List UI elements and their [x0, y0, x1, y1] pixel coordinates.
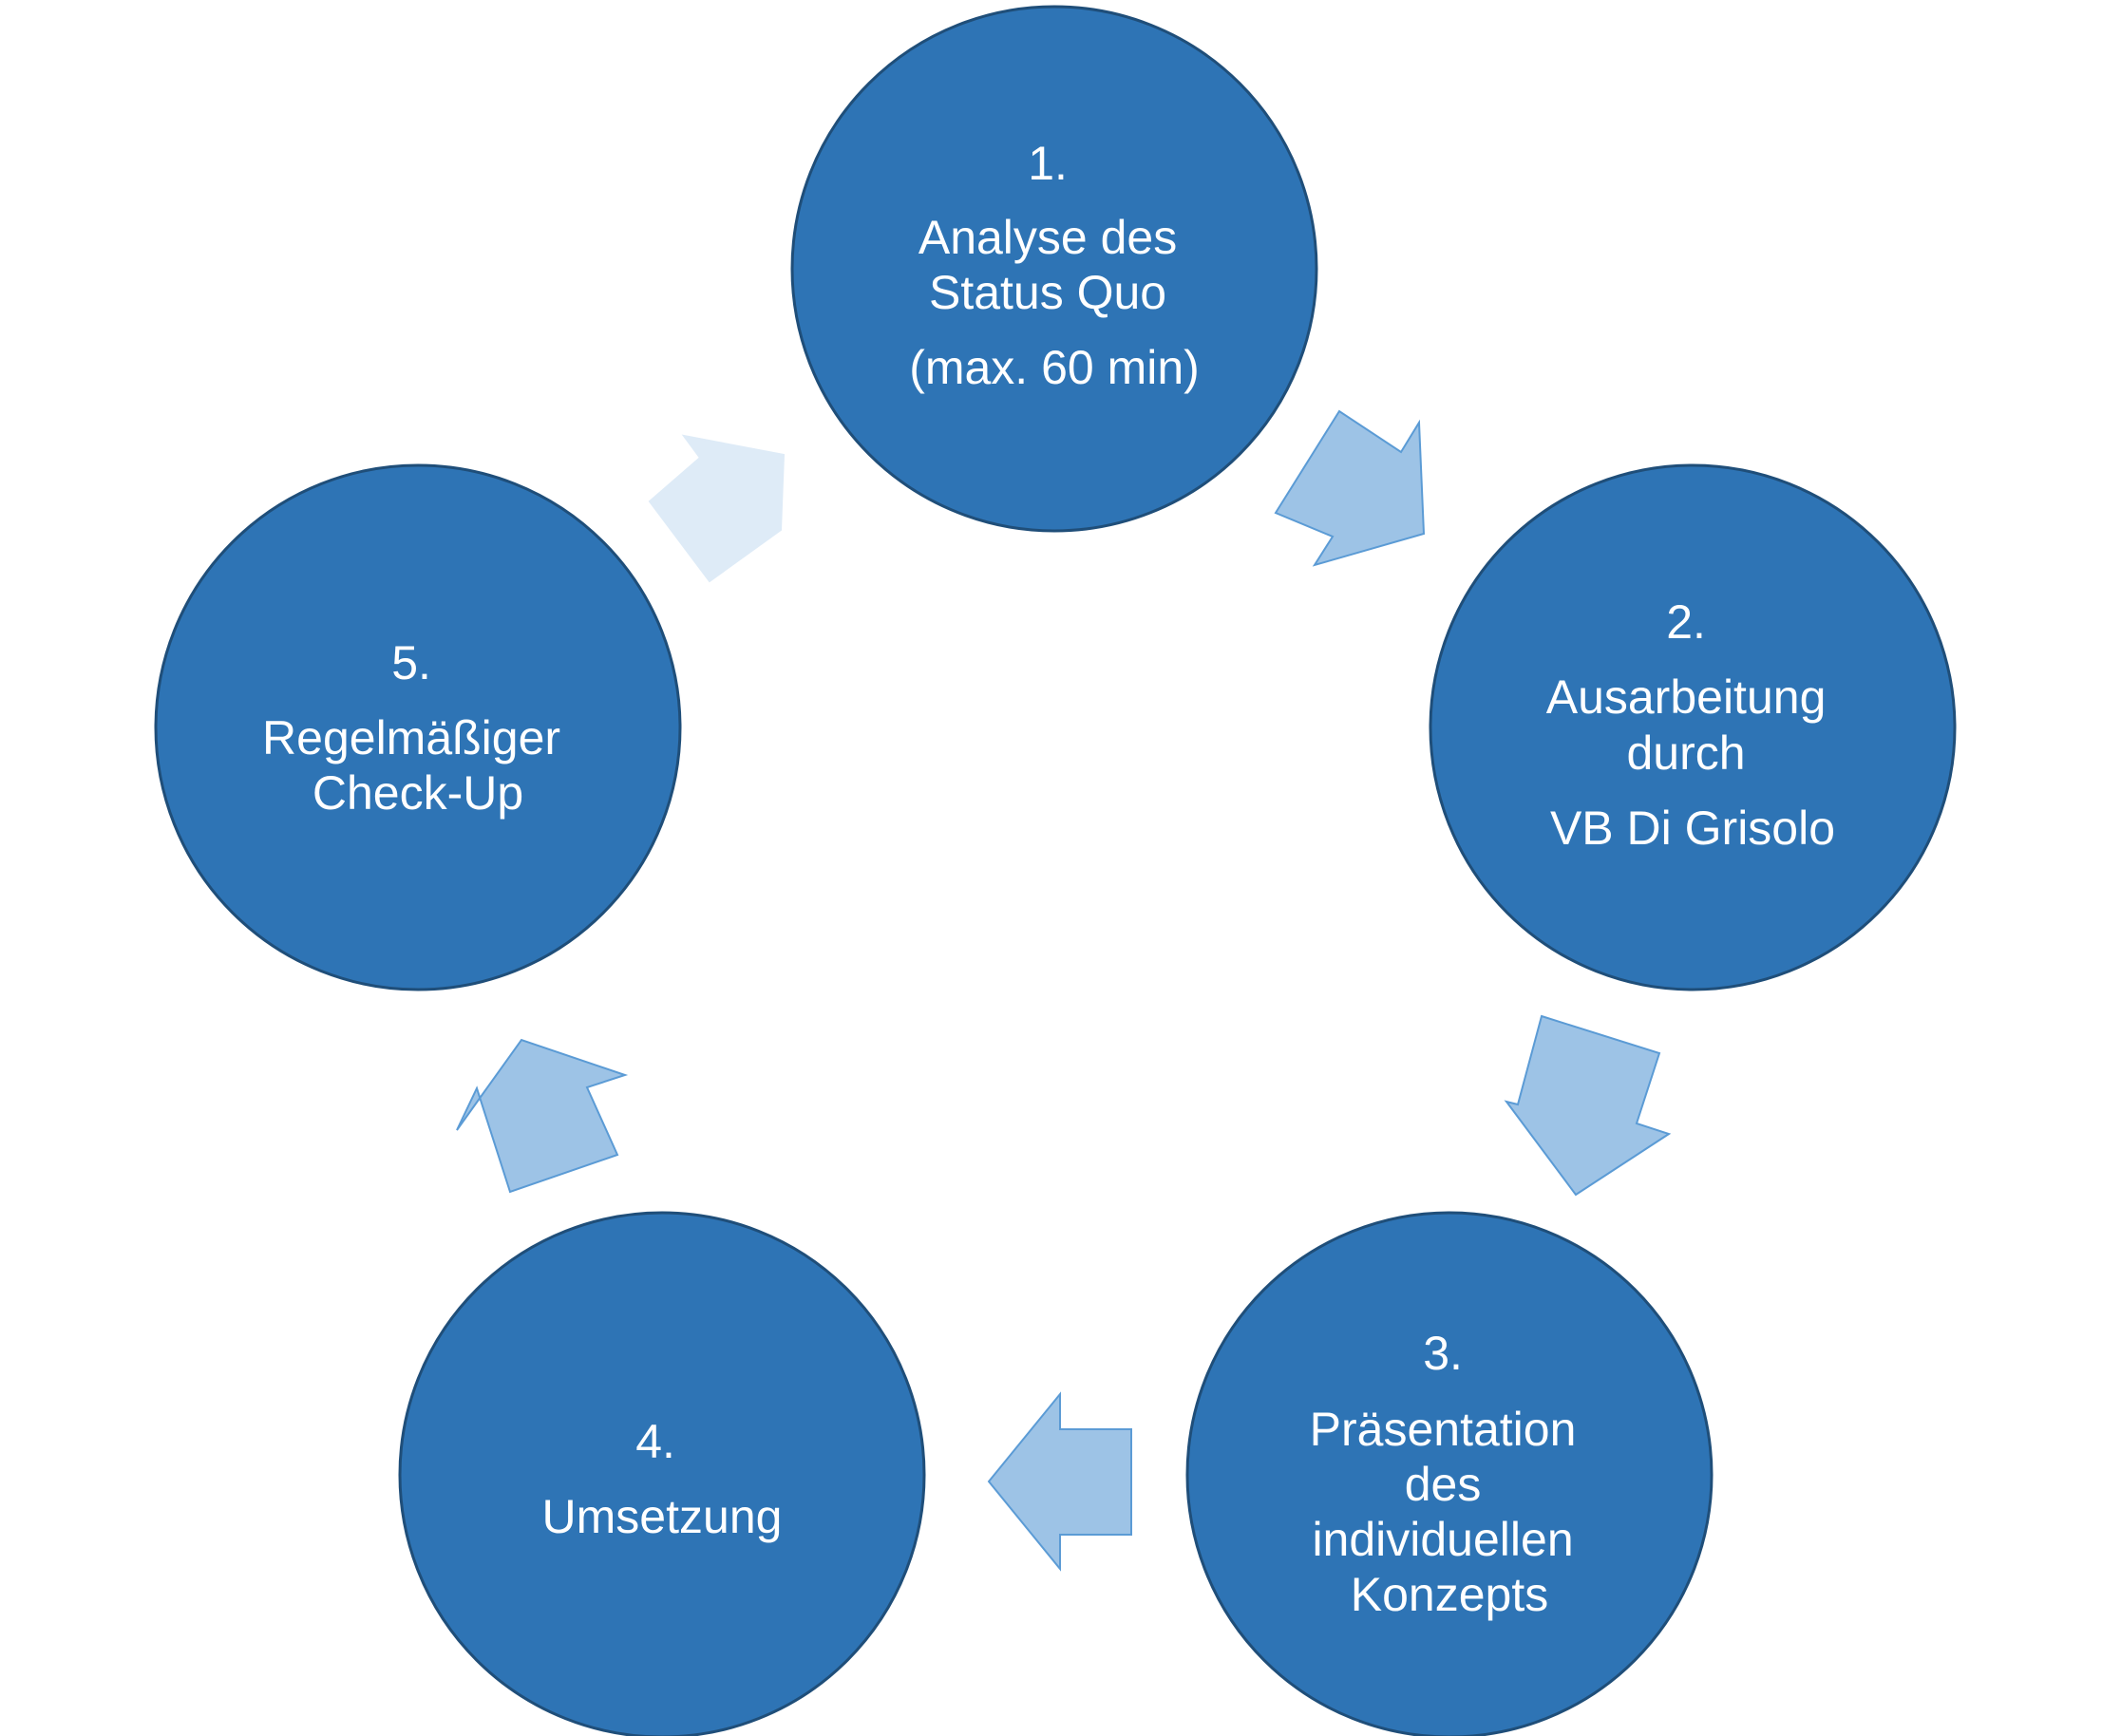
step-3-line-2: des — [1405, 1458, 1482, 1511]
arrow-5-to-1 — [648, 434, 786, 583]
step-3-circle — [1185, 1211, 1714, 1736]
step-1-text: 1. Analyse des Status Quo (max. 60 min) — [909, 137, 1200, 394]
step-1-note: (max. 60 min) — [909, 341, 1200, 394]
step-5-circle — [154, 463, 682, 991]
arrow-3-to-4 — [987, 1391, 1132, 1572]
arrow-2-to-3 — [1504, 1014, 1672, 1197]
step-5-number: 5. — [391, 636, 431, 689]
step-3-line-1: Präsentation — [1310, 1403, 1577, 1456]
step-2-number: 2. — [1666, 595, 1706, 649]
step-3-line-4: Konzepts — [1351, 1568, 1548, 1621]
step-3-line-3: individuellen — [1312, 1513, 1573, 1566]
step-4-text: 4. Umsetzung — [542, 1415, 783, 1543]
step-3-text: 3. Präsentation des individuellen Konzep… — [1310, 1327, 1590, 1621]
step-2-text: 2. Ausarbeitung durch VB Di Grisolo — [1546, 595, 1840, 855]
step-5: 5. Regelmäßiger Check-Up — [154, 463, 682, 991]
step-2-line-1: Ausarbeitung — [1546, 670, 1827, 724]
step-5-text: 5. Regelmäßiger Check-Up — [262, 636, 574, 820]
step-3: 3. Präsentation des individuellen Konzep… — [1185, 1211, 1714, 1736]
step-3-number: 3. — [1423, 1327, 1463, 1380]
step-1-circle — [790, 5, 1318, 533]
step-4-line-1: Umsetzung — [542, 1490, 783, 1543]
step-1-line-2: Status Quo — [929, 266, 1166, 319]
arrow-1-to-2 — [1274, 409, 1426, 567]
step-5-line-1: Regelmäßiger — [262, 711, 560, 764]
step-1: 1. Analyse des Status Quo (max. 60 min) — [790, 5, 1318, 533]
step-5-line-2: Check-Up — [312, 766, 523, 820]
step-2-note: VB Di Grisolo — [1550, 802, 1835, 855]
arrow-4-to-5 — [456, 1038, 629, 1194]
step-2-line-2: durch — [1627, 726, 1746, 780]
step-1-line-1: Analyse des — [918, 211, 1177, 264]
step-4-circle — [398, 1211, 926, 1736]
step-4: 4. Umsetzung — [398, 1211, 926, 1736]
step-2-circle — [1429, 463, 1957, 991]
step-1-number: 1. — [1028, 137, 1068, 190]
arrows — [456, 409, 1672, 1572]
step-4-number: 4. — [635, 1415, 675, 1468]
step-2: 2. Ausarbeitung durch VB Di Grisolo — [1429, 463, 1957, 991]
